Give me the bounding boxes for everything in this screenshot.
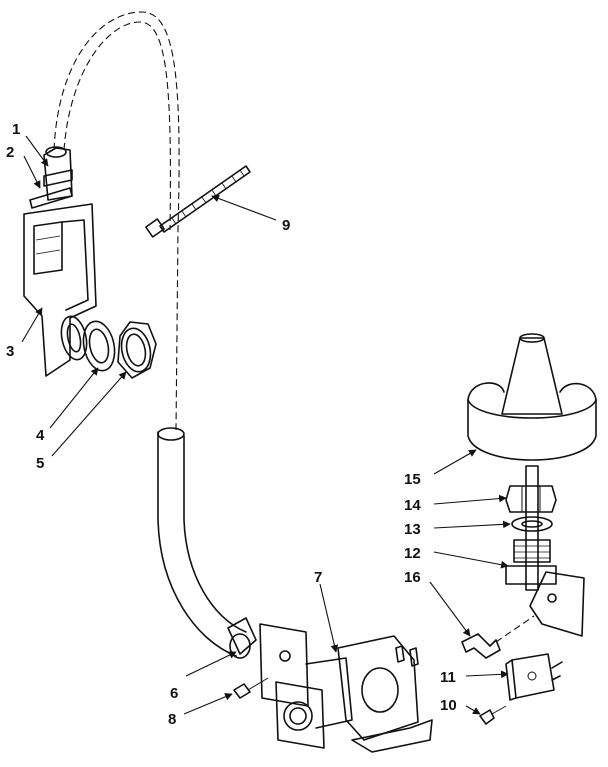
callout-5: 5: [36, 455, 44, 472]
washer: [60, 315, 116, 372]
callout-10: 10: [440, 697, 457, 714]
callout-leaders: [21, 135, 511, 715]
valve-screw: [233, 677, 269, 699]
hose-clamp: [29, 169, 73, 209]
hose-end: [43, 146, 73, 201]
switch-screw: [479, 705, 507, 725]
water-valve: [259, 623, 433, 753]
callout-4: 4: [36, 427, 45, 444]
callout-14: 14: [404, 497, 421, 514]
callout-15: 15: [404, 471, 421, 488]
callout-3: 3: [6, 343, 14, 360]
float-stem: [525, 465, 539, 591]
callout-9: 9: [282, 217, 290, 234]
callout-12: 12: [404, 545, 421, 562]
callout-1: 1: [12, 121, 20, 138]
callout-6: 6: [170, 685, 178, 702]
callout-2: 2: [6, 144, 14, 161]
float-actuator: [461, 615, 535, 659]
cable-tie: [145, 165, 251, 238]
float: [467, 333, 597, 461]
stem-washer: [511, 516, 553, 532]
float-switch-bracket: [505, 539, 585, 637]
callout-13: 13: [404, 521, 421, 538]
fill-hose-loop: [53, 11, 180, 431]
stem-nut: [505, 485, 557, 513]
hex-nut: [117, 321, 157, 379]
callout-8: 8: [168, 711, 176, 728]
air-gap-bracket: [23, 203, 97, 377]
callout-labels: 1 2 3 4 5 6 7 8 9 10 11 12 13 14 15 16: [6, 121, 457, 728]
callout-16: 16: [404, 569, 421, 586]
fill-hose-lower: [157, 427, 247, 657]
valve-hose-clamp: [227, 617, 257, 659]
float-switch: [505, 653, 563, 701]
callout-7: 7: [314, 569, 322, 586]
callout-11: 11: [440, 669, 456, 686]
